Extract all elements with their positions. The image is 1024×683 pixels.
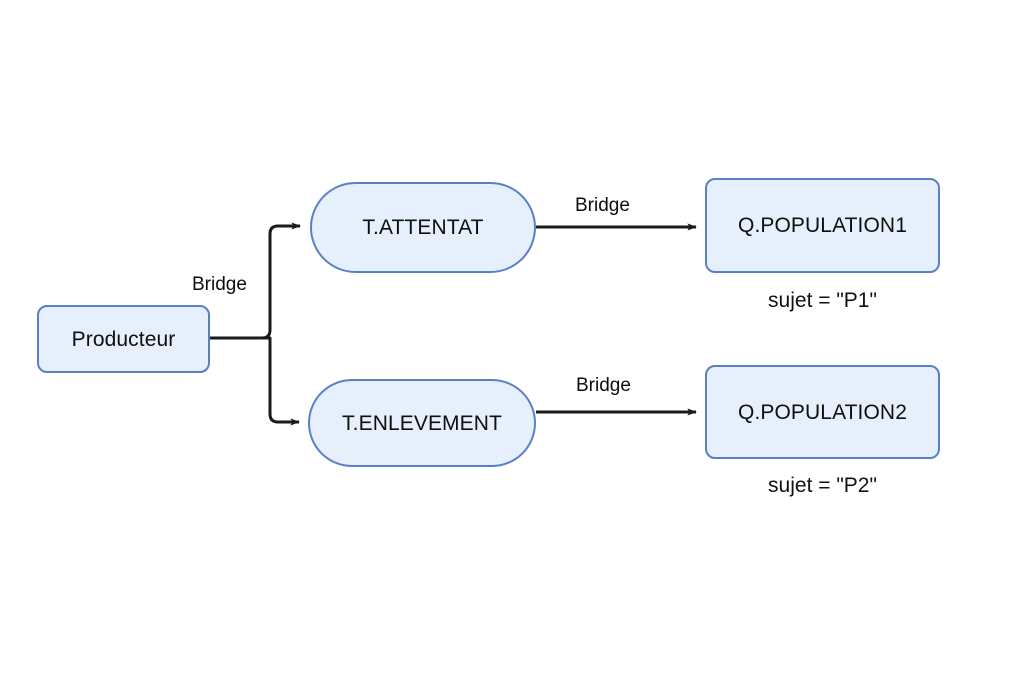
node-q-population1[interactable]: Q.POPULATION1 — [705, 178, 940, 273]
node-q-population2[interactable]: Q.POPULATION2 — [705, 365, 940, 459]
caption-sujet-p1: sujet = "P1" — [768, 289, 877, 312]
caption-sujet-p2: sujet = "P2" — [768, 474, 877, 497]
edge-label-bridge-enlevement: Bridge — [573, 375, 634, 396]
edge-label-bridge-producteur: Bridge — [189, 274, 250, 295]
node-t-attentat-label: T.ATTENTAT — [362, 216, 484, 239]
edge-producteur-enlevement — [262, 336, 300, 426]
node-producteur[interactable]: Producteur — [37, 305, 210, 373]
node-t-enlevement-label: T.ENLEVEMENT — [342, 411, 502, 435]
node-producteur-label: Producteur — [71, 327, 176, 351]
edge-label-bridge-attentat: Bridge — [572, 195, 633, 216]
node-t-enlevement[interactable]: T.ENLEVEMENT — [308, 379, 536, 467]
node-q-population1-label: Q.POPULATION1 — [738, 214, 907, 237]
node-q-population2-label: Q.POPULATION2 — [738, 400, 907, 424]
node-t-attentat[interactable]: T.ATTENTAT — [310, 182, 536, 273]
